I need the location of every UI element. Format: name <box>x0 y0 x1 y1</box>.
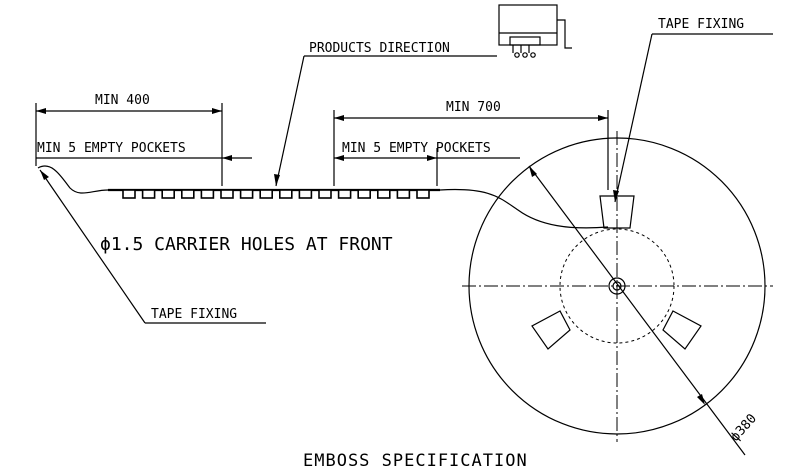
reel-window-right <box>662 310 702 350</box>
tape-pockets <box>122 189 430 199</box>
tape-fixing-top-label: TAPE FIXING <box>658 17 744 32</box>
tape-pocket <box>141 189 156 199</box>
reel <box>462 131 773 442</box>
tape-pocket <box>357 189 372 199</box>
tape-pocket <box>298 189 313 199</box>
reel-diameter-label: ϕ380 <box>728 411 760 444</box>
products-direction-leader <box>274 55 497 187</box>
tape-pocket <box>259 189 274 199</box>
tape-pocket <box>376 189 391 199</box>
tape-fixing-bottom-label: TAPE FIXING <box>151 307 237 322</box>
tape-pocket <box>416 189 430 199</box>
reel-window-left <box>531 310 571 350</box>
tape-pocket <box>181 189 195 199</box>
tape-pocket <box>122 189 136 199</box>
min-700-dimension <box>333 110 609 190</box>
empty-pockets-left-dimension <box>36 155 252 161</box>
empty-pockets-right-label: MIN 5 EMPTY POCKETS <box>342 141 491 156</box>
min-400-label: MIN 400 <box>95 93 150 108</box>
empty-pockets-left-label: MIN 5 EMPTY POCKETS <box>37 141 186 156</box>
tape-pocket <box>220 189 234 199</box>
empty-pockets-right-dimension <box>334 148 520 186</box>
tape-pocket <box>161 189 175 199</box>
drawing-title: EMBOSS SPECIFICATION <box>303 451 528 471</box>
products-direction-label: PRODUCTS DIRECTION <box>309 41 450 56</box>
carrier-holes-label: ϕ1.5 CARRIER HOLES AT FRONT <box>100 234 393 255</box>
reel-diameter-dimension <box>528 165 746 456</box>
carrier-tape <box>37 165 609 229</box>
reel-window-top <box>599 195 635 229</box>
tape-pocket <box>337 189 352 199</box>
min-700-label: MIN 700 <box>446 100 501 115</box>
tape-pocket <box>200 189 215 199</box>
tape-pocket <box>239 189 254 199</box>
tape-pocket <box>278 189 293 199</box>
tape-fixing-bottom-leader <box>39 169 266 324</box>
connector-component-icon <box>498 4 572 58</box>
tape-fixing-top-leader <box>613 33 773 203</box>
tape-pocket <box>318 189 332 199</box>
min-400-dimension <box>35 103 223 186</box>
tape-pocket <box>396 189 411 199</box>
